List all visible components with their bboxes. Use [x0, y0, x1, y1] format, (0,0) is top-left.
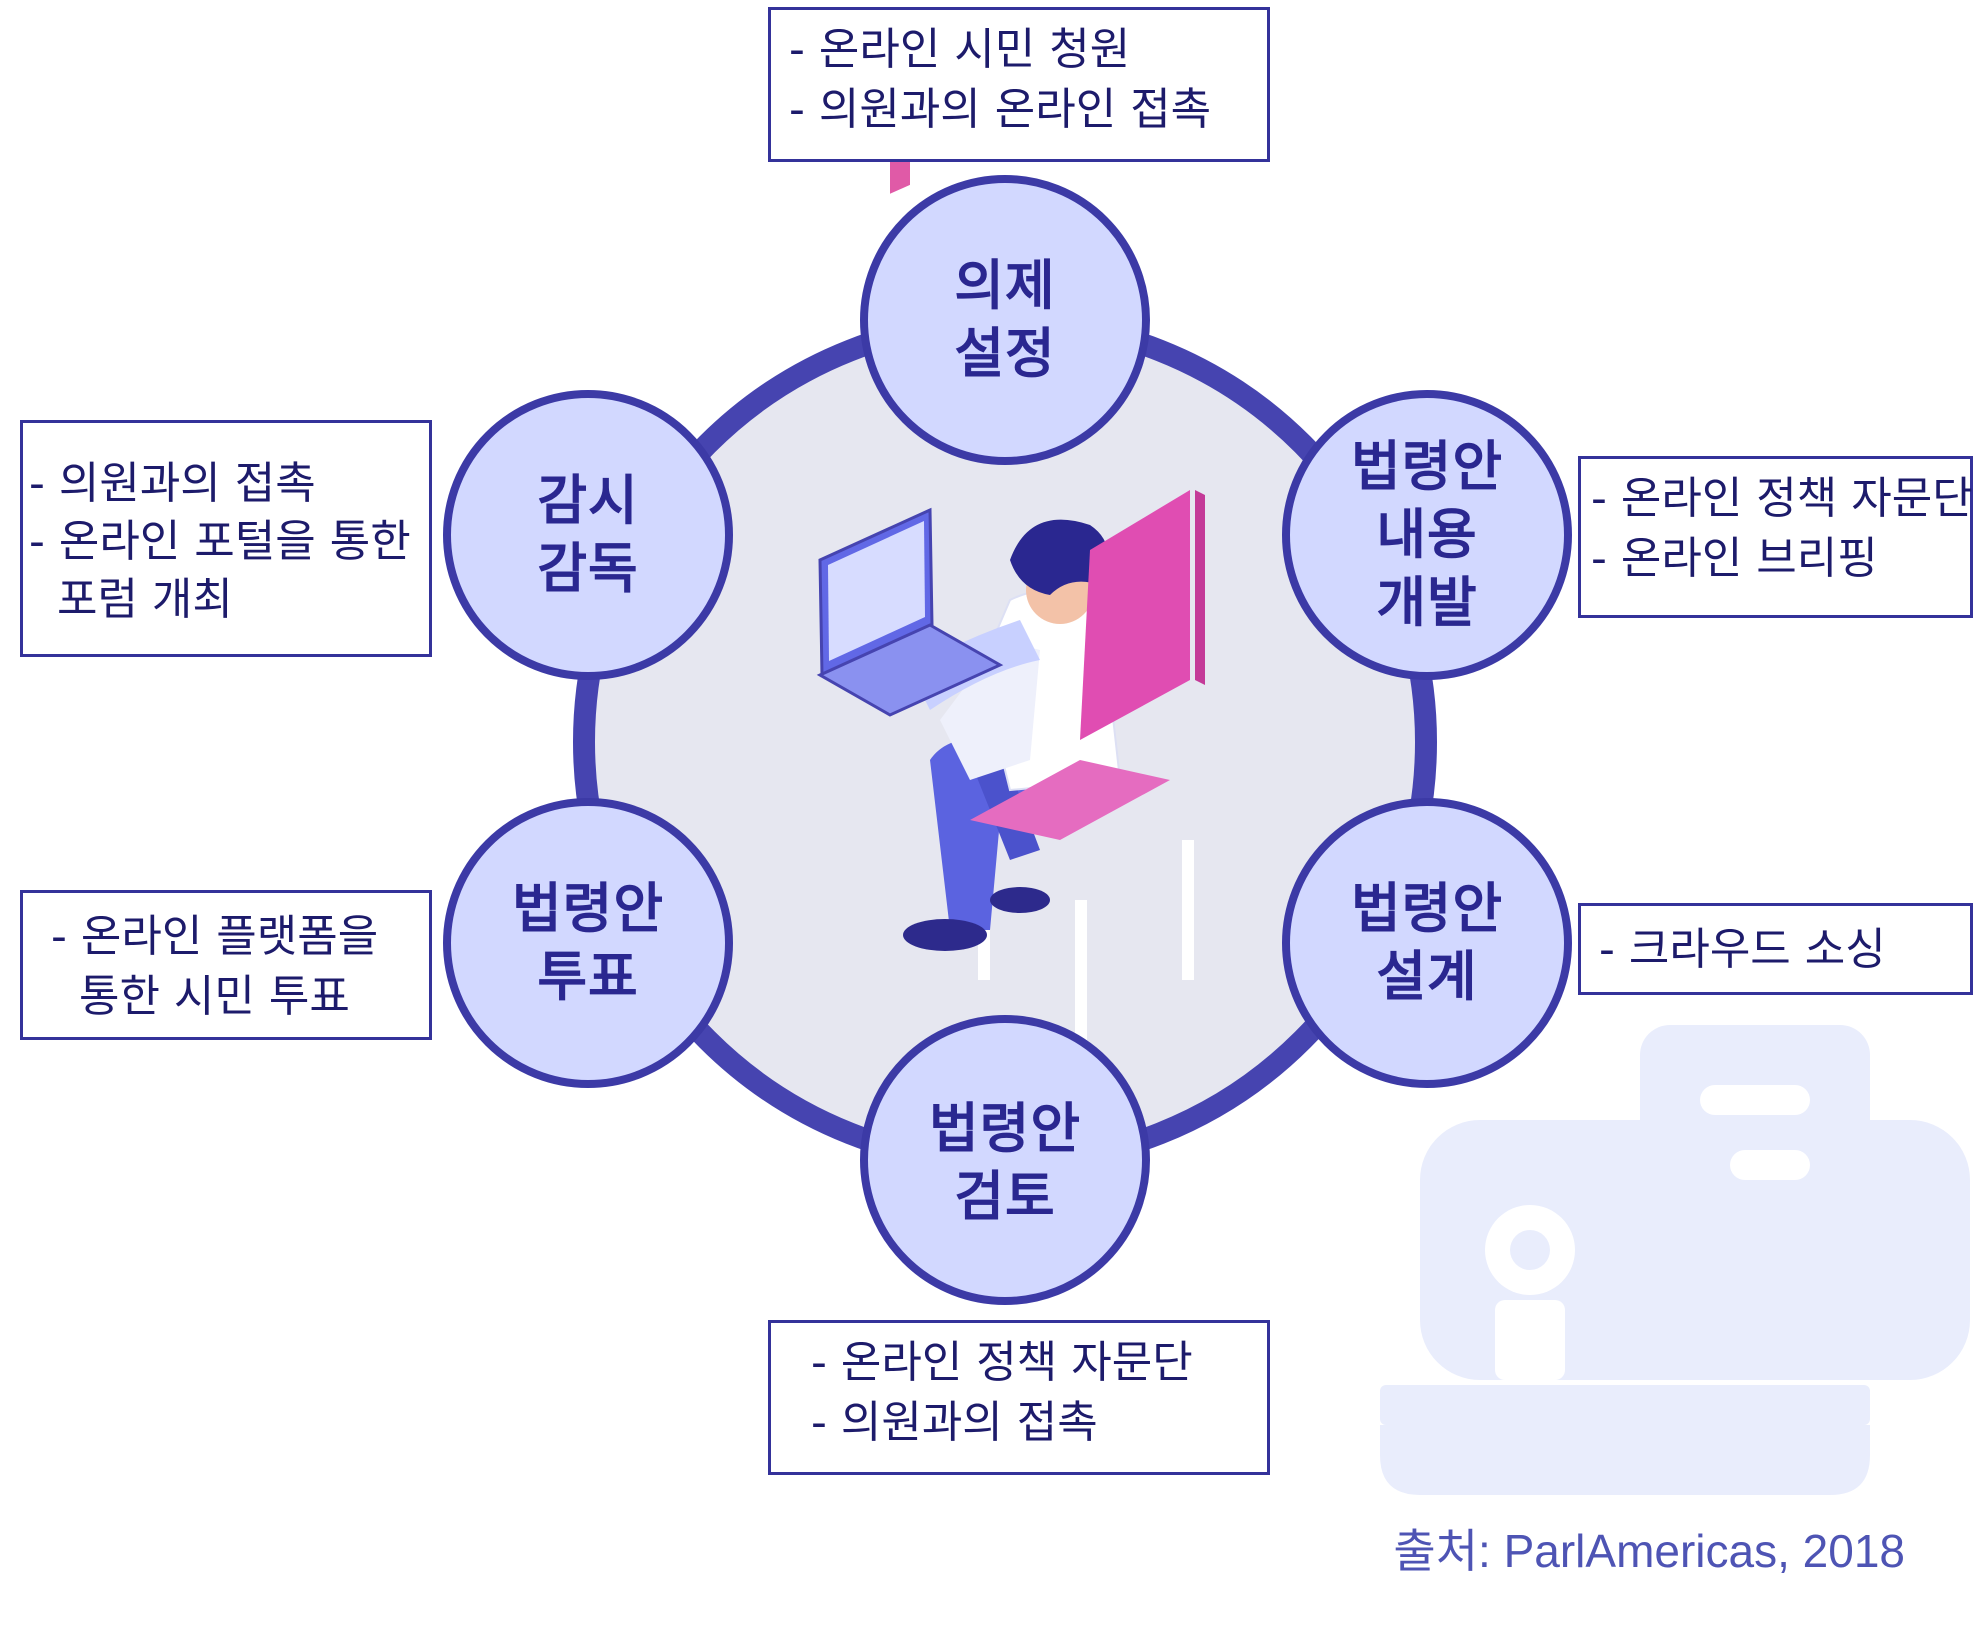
stage-label-line: 개발: [1376, 571, 1478, 634]
stage-label-drafting: 법령안 내용 개발: [1287, 433, 1567, 637]
stage-label-line: 법령안: [1350, 877, 1504, 940]
note-item: - 온라인 정책 자문단: [811, 1337, 1193, 1388]
stage-label-line: 감독: [537, 537, 639, 600]
note-item: - 의원과의 접촉: [811, 1397, 1098, 1448]
person-at-laptop-illustration: [816, 134, 1205, 1040]
stage-label-line: 의제: [954, 254, 1056, 317]
note-item: - 온라인 플랫폼을: [51, 911, 379, 962]
note-box-left-lower: - 온라인 플랫폼을 통한 시민 투표: [20, 890, 432, 1040]
note-box-right-upper: - 온라인 정책 자문단 - 온라인 브리핑: [1578, 456, 1973, 618]
stage-label-line: 설정: [954, 322, 1056, 385]
stage-node-drafting: [1282, 390, 1572, 680]
note-item: 포럼 개최: [29, 574, 233, 625]
note-item: 통한 시민 투표: [51, 971, 350, 1022]
stage-node-agenda: [860, 175, 1150, 465]
note-box-top: - 온라인 시민 청원 - 의원과의 온라인 접촉: [768, 7, 1270, 162]
note-item: - 온라인 시민 청원: [789, 24, 1131, 75]
note-item: - 의원과의 접촉: [29, 458, 316, 509]
source-caption: 출처: ParlAmericas, 2018: [1393, 1525, 1905, 1577]
stage-label-line: 법령안: [928, 1097, 1082, 1160]
stage-label-line: 검토: [954, 1165, 1056, 1228]
stage-node-vote: [443, 798, 733, 1088]
stage-node-review: [860, 1015, 1150, 1305]
stage-label-line: 법령안: [1350, 435, 1504, 498]
stage-node-design: [1282, 798, 1572, 1088]
stage-label-design: 법령안 설계: [1287, 875, 1567, 1011]
stage-label-line: 법령안: [511, 877, 665, 940]
note-box-bottom: - 온라인 정책 자문단 - 의원과의 접촉: [768, 1320, 1270, 1475]
stage-label-line: 투표: [537, 945, 639, 1008]
stage-label-oversight: 감시 감독: [448, 467, 728, 603]
stage-label-line: 설계: [1376, 945, 1478, 1008]
stage-node-oversight: [443, 390, 733, 680]
note-box-left-upper: - 의원과의 접촉 - 온라인 포털을 통한 포럼 개최: [20, 420, 432, 657]
stage-label-review: 법령안 검토: [865, 1095, 1145, 1231]
legislator-speech-bubble-watermark-icon: [1380, 1025, 1970, 1495]
stage-label-line: 내용: [1376, 503, 1478, 566]
note-box-right-lower: - 크라우드 소싱: [1578, 903, 1973, 995]
stage-label-agenda: 의제 설정: [865, 252, 1145, 388]
stage-label-vote: 법령안 투표: [448, 875, 728, 1011]
note-item: - 온라인 브리핑: [1591, 533, 1878, 584]
stage-nodes: [443, 175, 1572, 1305]
note-item: - 온라인 정책 자문단: [1591, 473, 1973, 524]
note-item: - 의원과의 온라인 접촉: [789, 84, 1212, 135]
stage-label-line: 감시: [537, 469, 639, 532]
note-item: - 온라인 포털을 통한: [29, 516, 411, 567]
note-item: - 크라우드 소싱: [1599, 924, 1886, 975]
